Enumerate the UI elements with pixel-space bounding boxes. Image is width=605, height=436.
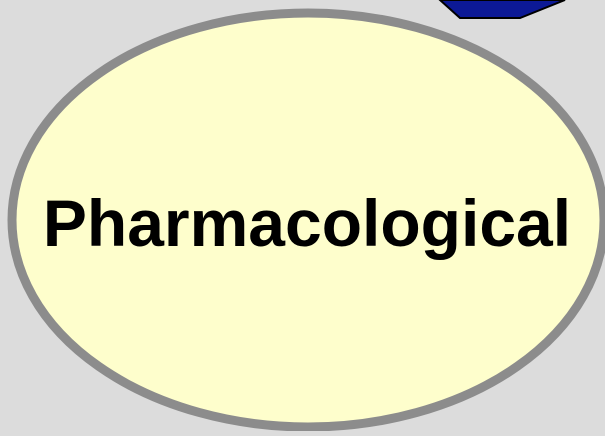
connector-arrow-shape xyxy=(438,0,566,19)
node-ellipse xyxy=(7,8,605,432)
node-label: Pharmacological xyxy=(42,186,572,260)
